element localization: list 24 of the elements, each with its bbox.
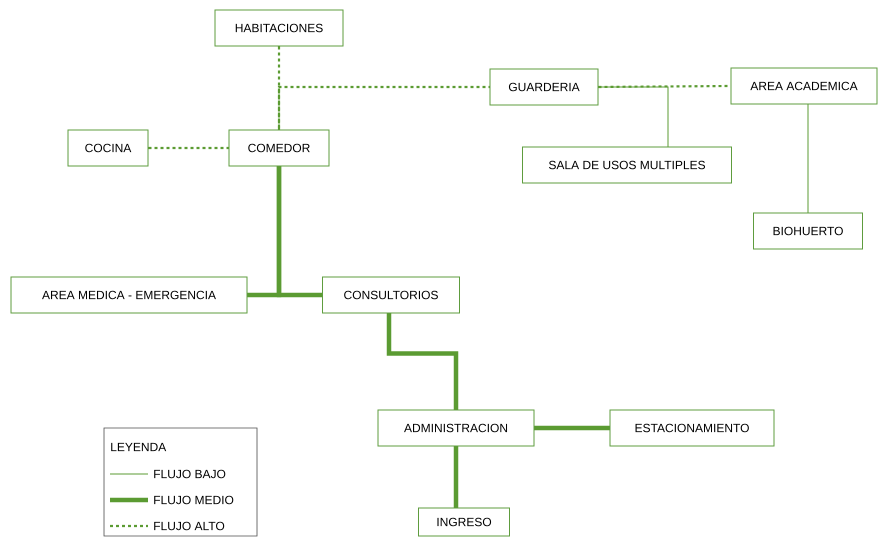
area-box: COMEDOR	[228, 129, 330, 166]
connector-line	[278, 46, 280, 130]
connector-line	[278, 86, 490, 130]
area-box: ESTACIONAMIENTO	[610, 409, 774, 446]
connector-line	[386, 313, 458, 410]
area-box: HABITACIONES	[214, 10, 344, 46]
connector-line	[598, 86, 668, 147]
area-box: CONSULTORIOS	[322, 276, 460, 314]
area-box: AREA ACADEMICA	[730, 67, 878, 104]
legend-text: FLUJO ALTO	[154, 522, 224, 530]
area-box: COCINA	[68, 129, 148, 166]
area-box: INGRESO	[418, 507, 510, 536]
legend-title: LEYENDA	[111, 442, 166, 452]
connector-line	[276, 166, 322, 298]
connector-line	[148, 146, 228, 150]
legend-text: FLUJO MEDIO	[154, 496, 234, 504]
area-box: ADMINISTRACION	[378, 409, 534, 446]
area-box: AREA MEDICA - EMERGENCIA	[10, 276, 248, 314]
area-box: BIOHUERTO	[753, 212, 863, 250]
legend-text: FLUJO BAJO	[154, 470, 226, 478]
area-box: SALA DE USOS MULTIPLES	[522, 146, 732, 184]
connector-line	[454, 446, 458, 508]
area-box: GUARDERIA	[490, 68, 598, 106]
connector-line	[534, 426, 610, 430]
